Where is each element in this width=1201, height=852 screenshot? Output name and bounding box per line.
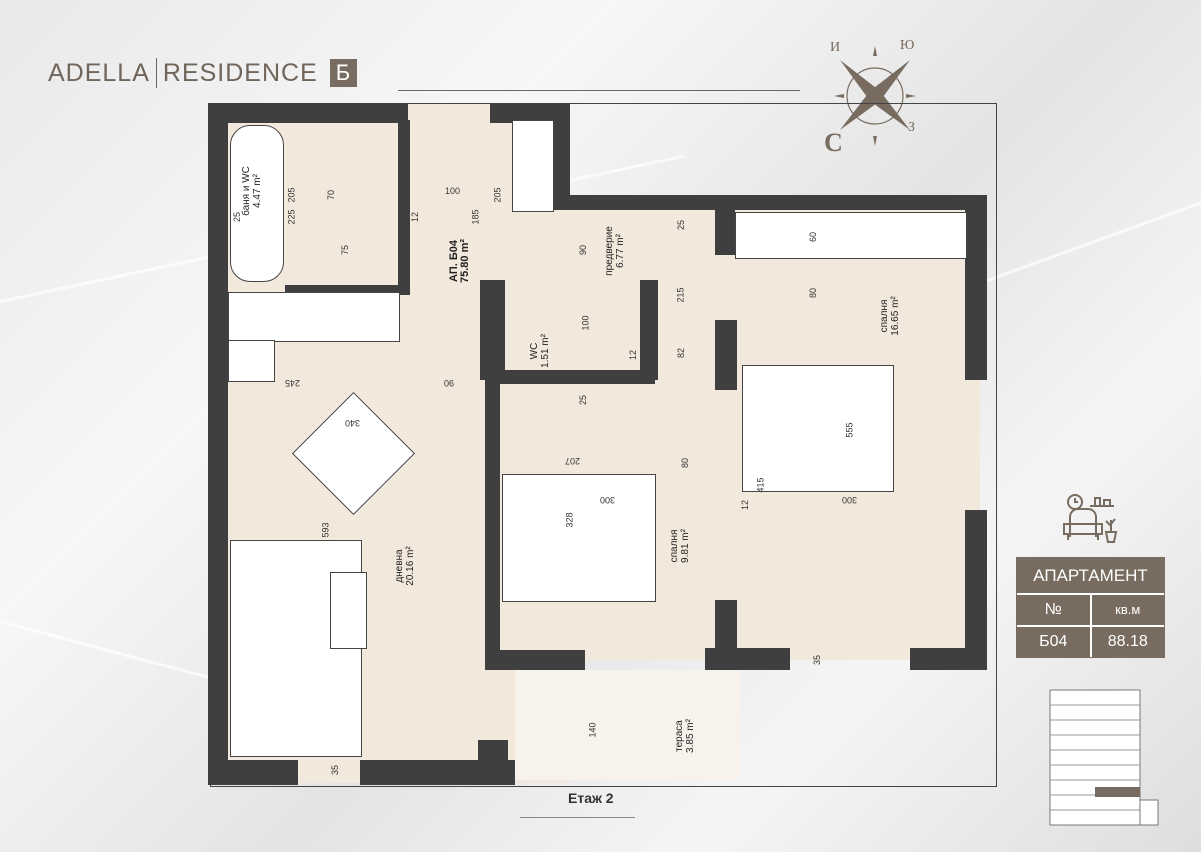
floor-underline xyxy=(520,817,635,818)
compass: И Ю З С xyxy=(820,38,930,158)
dimension: 340 xyxy=(345,418,361,428)
dimension: 185 xyxy=(470,209,481,225)
block-badge: Б xyxy=(329,59,358,87)
dimension: 75 xyxy=(340,244,351,256)
dimension: 555 xyxy=(844,422,855,438)
dimension: 35 xyxy=(812,654,823,666)
dimension: 225 xyxy=(286,209,297,225)
dimension: 80 xyxy=(680,457,691,469)
compass-rose-icon xyxy=(834,46,916,146)
dimension: 35 xyxy=(330,764,341,776)
dimension: 300 xyxy=(600,495,616,505)
dimension: 90 xyxy=(578,244,589,256)
header-line xyxy=(398,90,800,91)
floor-label: Етаж 2 xyxy=(568,790,614,806)
building-section-icon xyxy=(1049,689,1159,826)
brand-name-1: ADELLA xyxy=(48,58,150,87)
table-header-area: кв.м xyxy=(1089,595,1165,625)
dimension: 25 xyxy=(578,394,589,406)
table-header-number: № xyxy=(1044,601,1062,618)
dimension: 12 xyxy=(628,349,639,361)
compass-w: С xyxy=(824,128,843,157)
dimension: 12 xyxy=(410,211,421,223)
dimension: 70 xyxy=(326,189,337,201)
compass-s: З xyxy=(908,120,916,135)
brand-logo: ADELLA RESIDENCE Б xyxy=(48,58,358,88)
dimension: 12 xyxy=(740,499,751,511)
dimension: 60 xyxy=(808,231,819,243)
dimension: 415 xyxy=(755,477,766,493)
dimension: 245 xyxy=(285,378,301,388)
table-title: АПАРТАМЕНТ xyxy=(1033,566,1148,585)
brand-name-2: RESIDENCE xyxy=(162,58,318,87)
living-room-icon xyxy=(1063,494,1118,543)
dimension: 100 xyxy=(580,315,591,331)
apartment-info-table: АПАРТАМЕНТ № кв.м Б04 88.18 xyxy=(1016,557,1165,658)
dimension: 215 xyxy=(675,287,686,303)
dimension: 328 xyxy=(564,512,575,528)
apartment-number: Б04 xyxy=(1039,633,1068,650)
compass-n: И xyxy=(830,40,841,55)
dimension: 25 xyxy=(232,211,243,223)
dimension: 205 xyxy=(492,187,503,203)
dimension: 140 xyxy=(587,722,598,738)
apartment-area: 88.18 xyxy=(1089,627,1165,657)
dimension: 80 xyxy=(808,287,819,299)
dimension: 82 xyxy=(676,347,687,359)
dimension: 300 xyxy=(842,495,858,505)
dimension: 207 xyxy=(565,456,581,466)
dimension: 25 xyxy=(676,219,687,231)
dimension: 205 xyxy=(286,187,297,203)
dimension: 593 xyxy=(320,522,331,538)
dimension: 100 xyxy=(445,186,461,196)
compass-e: Ю xyxy=(900,38,915,53)
dimension: 90 xyxy=(444,378,455,388)
